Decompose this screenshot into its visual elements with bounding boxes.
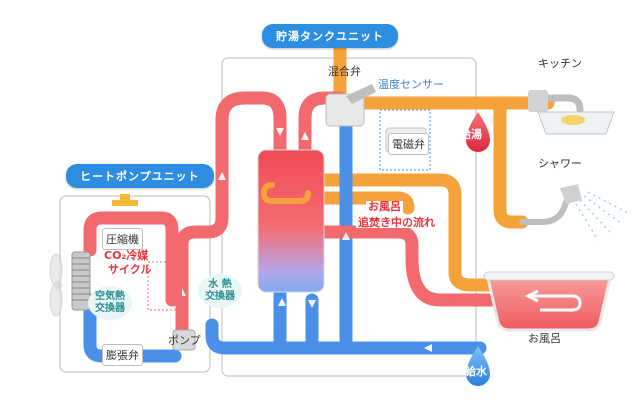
water-heat-exchanger-line2: 交換器 — [205, 291, 235, 302]
pump-body — [172, 329, 196, 351]
co2-cycle-label-line2: サイクル — [108, 263, 152, 276]
water-heat-exchanger-label: 水 熱交換器 — [198, 274, 242, 308]
compressor-icon — [112, 194, 138, 206]
hot-water-supply-label: 給湯 — [460, 128, 482, 141]
hot-supply-pipes — [345, 96, 555, 229]
tank-unit-title: 貯湯タンクユニット — [262, 24, 398, 48]
air-heat-exchanger-coil — [71, 251, 91, 311]
mixing-valve-lever — [346, 84, 376, 104]
compressor-label: 圧縮機 — [102, 228, 143, 250]
flow-arrows — [182, 128, 432, 352]
co2-cycle-label-line1: CO₂冷媒 — [104, 249, 149, 262]
water-supply-label: 給水 — [465, 365, 487, 378]
fan-icon — [49, 253, 63, 317]
shower-label: シャワー — [538, 157, 582, 170]
pump-label: ポンプ — [168, 334, 201, 347]
bathtub-icon — [483, 271, 615, 332]
air-heat-exchanger-line2: 交換器 — [95, 303, 125, 314]
hot-pipes — [83, 91, 512, 337]
temp-sensor-label: 温度センサー — [378, 78, 444, 91]
storage-tank — [257, 149, 325, 293]
solenoid-valve-label: 電磁弁 — [388, 133, 429, 155]
kitchen-label: キッチン — [538, 57, 582, 70]
bath-label: お風呂 — [528, 332, 561, 345]
bath-reheat-label-line2: 追焚き中の流れ — [356, 216, 437, 229]
cold-water-drop-icon — [466, 346, 490, 386]
expansion-valve-label: 膨張弁 — [102, 344, 143, 366]
air-heat-exchanger-label: 空気熱交換器 — [88, 286, 132, 320]
bath-reheat-label-line1: お風呂 — [366, 200, 403, 213]
temp-sensor-dotted-box — [379, 109, 431, 171]
air-heat-exchanger-line1: 空気熱 — [95, 290, 125, 302]
kitchen-faucet-icon — [528, 90, 615, 135]
water-heat-exchanger-dotted-box — [147, 261, 189, 311]
heat-pump-unit-title: ヒートポンプユニット — [66, 164, 214, 188]
hot-water-drop-icon — [466, 112, 490, 152]
water-heat-exchanger-line1: 水 熱 — [208, 278, 232, 290]
shower-head-icon — [519, 184, 631, 241]
mixing-valve-label: 混合弁 — [328, 65, 361, 78]
tank-heating-coil — [260, 182, 311, 204]
